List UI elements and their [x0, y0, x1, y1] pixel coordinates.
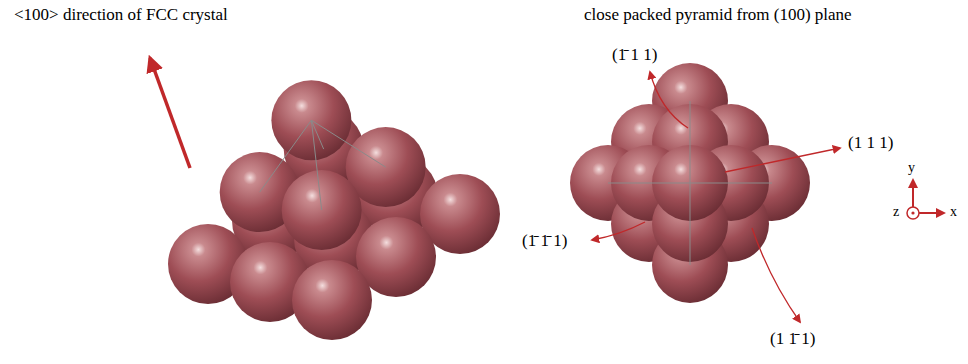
- leader-arrow: [650, 72, 688, 128]
- axis-label: x: [950, 204, 957, 219]
- pyramid-3d: [168, 80, 500, 340]
- axis-label: y: [908, 160, 915, 175]
- pyramid-top-view: [570, 63, 810, 303]
- plane-label: (1̄ 1 1): [612, 46, 657, 65]
- bond-line: [311, 120, 385, 167]
- bond-line: [608, 183, 772, 184]
- axes-icon: [907, 180, 944, 219]
- bond-line: [260, 120, 312, 192]
- direction-arrow: [150, 58, 190, 168]
- atom-sphere: [271, 80, 351, 160]
- leader-arrow: [592, 222, 645, 240]
- leader-arrow: [752, 228, 800, 322]
- bond-line: [311, 120, 321, 210]
- atom-sphere: [292, 260, 372, 340]
- axis-label: z: [893, 204, 899, 219]
- plane-label: (1̄ 1̄ 1): [522, 232, 567, 251]
- caption-label: close packed pyramid from (100) plane: [584, 6, 852, 25]
- caption-label: <100> direction of FCC crystal: [14, 6, 228, 25]
- leader-arrow: [725, 148, 840, 172]
- plane-label: (1 1 1): [848, 134, 893, 153]
- plane-label: (1 1̄ 1): [770, 330, 815, 349]
- bond-line: [311, 120, 323, 149]
